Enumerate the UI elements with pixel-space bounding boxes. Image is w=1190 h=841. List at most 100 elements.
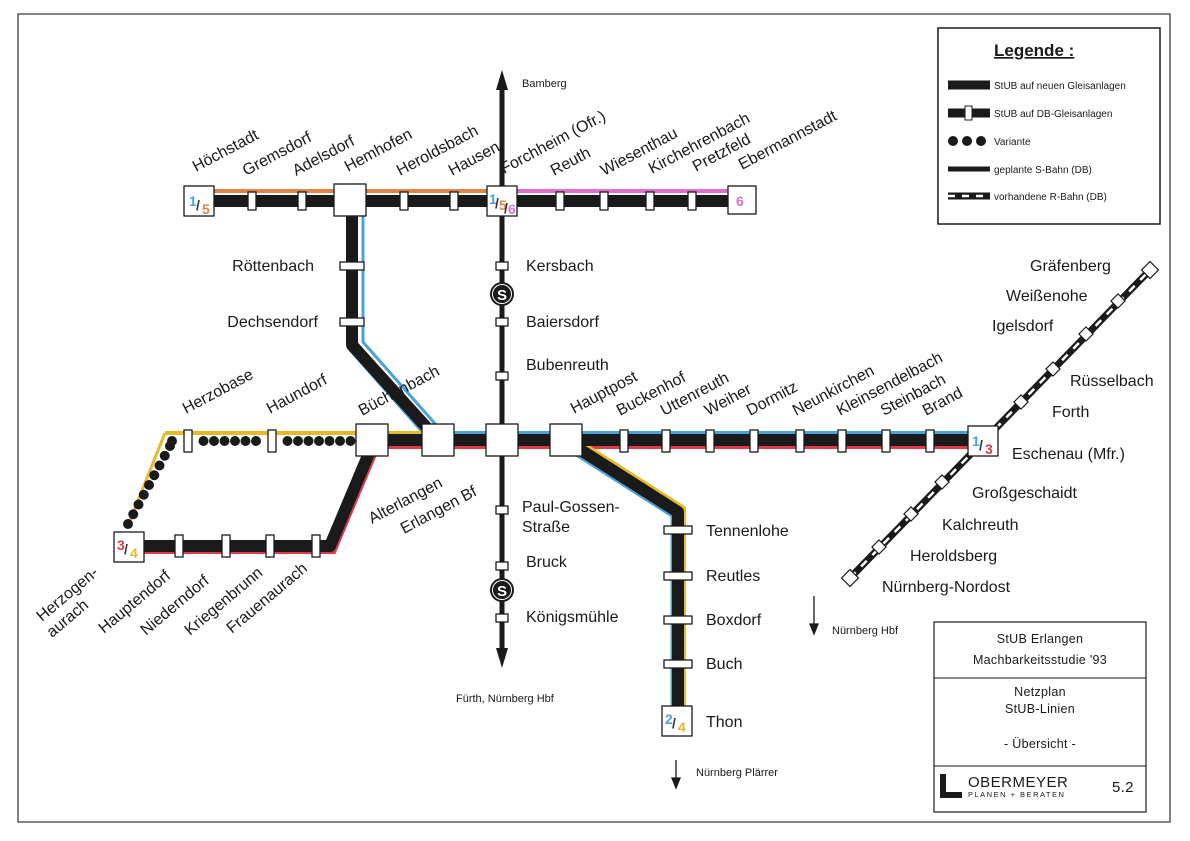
station-ticks — [174, 191, 935, 669]
firm-subtitle: PLANEN + BERATEN — [968, 790, 1065, 799]
interchange-boxes — [333, 183, 583, 457]
track-south-thon — [561, 434, 684, 718]
variante-dot — [144, 480, 154, 490]
arrow-south-fuerth — [496, 648, 508, 668]
terminal-ebermannstadt: 6 — [727, 185, 757, 215]
variante-dot — [240, 436, 251, 446]
box-erlangen-bf — [485, 423, 519, 457]
sbahn-symbol-baiersdorf: S — [490, 282, 514, 306]
svg-text:5: 5 — [202, 201, 210, 217]
label-tennenlohe: Tennenlohe — [706, 523, 789, 540]
rbahn-stops — [840, 260, 1160, 588]
box-hemhofen — [333, 183, 367, 217]
variante-dot — [230, 436, 240, 446]
box-alterlangen — [421, 423, 455, 457]
label-dechsendorf: Dechsendorf — [227, 314, 318, 331]
box-hauptpost — [549, 423, 583, 457]
legend: Legende : StUB auf neuen Gleisanlagen St… — [937, 27, 1161, 225]
variante-dot — [324, 436, 335, 446]
svg-text:2: 2 — [665, 711, 673, 727]
label-haundorf: Haundorf — [264, 371, 331, 417]
label-paul-gossen-1: Paul-Gossen- — [522, 499, 620, 516]
label-dormitz: Dormitz — [744, 379, 801, 420]
variante-dot — [154, 460, 165, 471]
label-koenigsmuehle: Königsmühle — [526, 609, 619, 626]
terminal-thon: 2 / 4 — [661, 705, 693, 737]
label-kalchreuth: Kalchreuth — [942, 517, 1019, 534]
label-eschenau: Eschenau (Mfr.) — [1012, 446, 1125, 463]
rbahn-graefenberg-inner — [849, 269, 1151, 579]
variante-dot — [303, 436, 314, 446]
variante-dot — [138, 489, 149, 500]
label-graefenberg: Gräfenberg — [1030, 258, 1111, 275]
stub-tracks — [128, 195, 982, 718]
svg-text:6: 6 — [736, 193, 744, 209]
svg-text:4: 4 — [130, 545, 138, 561]
terminal-herzogenaurach: 3 / 4 — [113, 531, 145, 563]
obermeyer-logo — [940, 774, 962, 798]
title-study: Machbarkeitsstudie '93 — [973, 653, 1107, 667]
label-paul-gossen-2: Straße — [522, 519, 570, 536]
label-ruesselbach: Rüsselbach — [1070, 373, 1154, 390]
svg-text:/: / — [504, 200, 508, 216]
svg-text:3: 3 — [985, 441, 993, 457]
title-block: StUB Erlangen Machbarkeitsstudie '93 Net… — [933, 621, 1147, 813]
legend-title: Legende : — [994, 41, 1074, 60]
variante-dot — [335, 436, 345, 446]
plan-number: 5.2 — [1112, 779, 1134, 796]
legend-item-rbahn: vorhandene R-Bahn (DB) — [994, 192, 1107, 203]
arrow-north-bamberg — [496, 70, 508, 90]
label-kersbach: Kersbach — [526, 258, 594, 275]
svg-text:4: 4 — [678, 719, 686, 735]
variante-dot — [282, 436, 293, 446]
label-buch: Buch — [706, 656, 742, 673]
box-buechenbach — [355, 423, 389, 457]
label-heroldsberg: Heroldsberg — [910, 548, 997, 565]
svg-text:3: 3 — [117, 537, 125, 553]
svg-text:/: / — [196, 197, 200, 213]
svg-text:1: 1 — [189, 193, 197, 209]
legend-item-variante: Variante — [994, 137, 1031, 148]
station-labels-herzo: Herzogen- aurach Hauptendorf Niederndorf… — [34, 560, 311, 641]
dir-bamberg: Bamberg — [522, 78, 567, 90]
page-frame — [17, 13, 1171, 823]
title-stub-linien: StUB-Linien — [1005, 702, 1075, 716]
label-baiersdorf: Baiersdorf — [526, 314, 599, 331]
terminal-hoechstadt: 1 / 5 — [183, 185, 215, 217]
firm-name: OBERMEYER — [968, 774, 1068, 791]
variante-dot — [159, 450, 170, 461]
legend-item-new-track: StUB auf neuen Gleisanlagen — [994, 81, 1126, 92]
svg-text:6: 6 — [508, 201, 516, 217]
line1-stripe-west-b — [361, 197, 447, 436]
label-bruck: Bruck — [526, 554, 568, 571]
terminal-forchheim: 1 / 5 / 6 — [486, 185, 518, 217]
variante-dot — [128, 509, 139, 520]
legend-item-db-track: StUB auf DB-Gleisanlagen — [994, 109, 1112, 120]
variante-dot — [123, 519, 133, 529]
label-reutles: Reutles — [706, 568, 760, 585]
svg-text:5: 5 — [499, 197, 507, 213]
label-weissenohe: Weißenohe — [1006, 288, 1088, 305]
variante-dot — [133, 499, 144, 510]
label-roettenbach: Röttenbach — [232, 258, 314, 275]
label-bubenreuth: Bubenreuth — [526, 357, 609, 374]
variante-dot — [149, 470, 160, 481]
label-ebermannstadt: Ebermannstadt — [736, 107, 840, 173]
svg-text:S: S — [497, 583, 507, 600]
label-igelsdorf: Igelsdorf — [992, 318, 1054, 335]
sbahn-symbol-bruck: S — [490, 578, 514, 602]
variante-dots — [123, 436, 356, 529]
svg-text:/: / — [979, 437, 983, 453]
dir-fuerth: Fürth, Nürnberg Hbf — [456, 693, 555, 705]
label-herzobase: Herzobase — [180, 366, 256, 417]
label-forth: Forth — [1052, 404, 1089, 421]
direction-arrows — [671, 596, 819, 790]
label-grossgeschaidt: Großgeschaidt — [972, 485, 1077, 502]
dir-plaerrer: Nürnberg Plärrer — [696, 767, 778, 779]
legend-swatch-variante — [948, 136, 986, 146]
title-uebersicht: - Übersicht - — [1004, 737, 1076, 751]
svg-text:/: / — [124, 541, 128, 557]
label-thon: Thon — [706, 714, 742, 731]
title-project: StUB Erlangen — [997, 632, 1084, 646]
